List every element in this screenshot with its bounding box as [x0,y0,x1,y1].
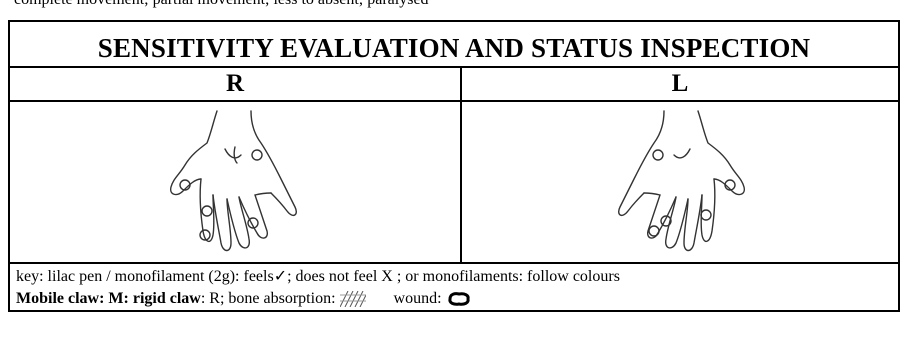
key-legend: key: lilac pen / monofilament (2g): feel… [9,263,899,311]
key-line-2: Mobile claw: M: rigid claw: R; bone abso… [16,288,892,310]
rigid-claw-code: : R; [201,290,225,307]
column-header-right: R [9,67,461,101]
table-title: SENSITIVITY EVALUATION AND STATUS INSPEC… [9,21,899,67]
left-hand-cell [461,101,899,263]
mobile-claw-label: Mobile claw: M: [16,290,129,307]
rigid-claw-label: rigid claw [133,290,201,307]
left-hand-icon [610,107,750,257]
wound-outline-icon [446,291,472,307]
wound-label: wound: [394,290,442,307]
sensitivity-table: SENSITIVITY EVALUATION AND STATUS INSPEC… [8,20,900,312]
key-line-1: key: lilac pen / monofilament (2g): feel… [16,266,892,288]
column-header-left: L [461,67,899,101]
bone-absorption-label: bone absorption: [228,290,335,307]
hatched-pattern-icon [340,291,366,307]
cut-off-top-text: complete movement; partial movement; les… [14,0,429,9]
right-hand-icon [165,107,305,257]
right-hand-cell [9,101,461,263]
